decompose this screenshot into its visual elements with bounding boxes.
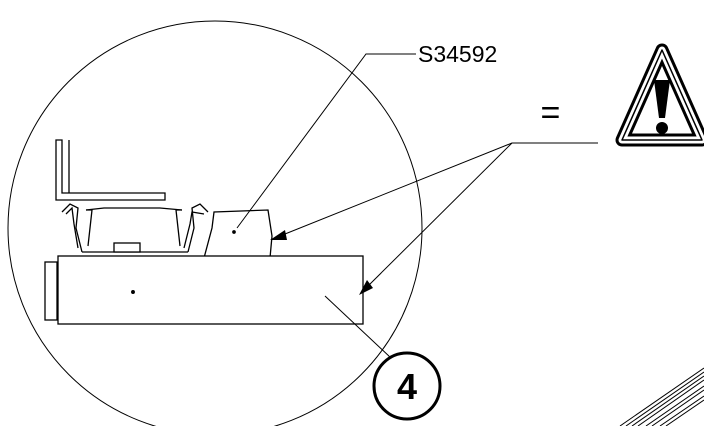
equals-sign: = bbox=[540, 94, 560, 132]
part-number-leader bbox=[236, 53, 416, 229]
warning-triangle-icon bbox=[615, 43, 704, 147]
arrowhead-module bbox=[359, 280, 373, 295]
item-number-label: 4 bbox=[397, 366, 417, 407]
module-clip bbox=[61, 203, 209, 253]
arrowhead-component bbox=[270, 230, 287, 240]
item-balloon bbox=[324, 295, 442, 421]
warning-leader-lines bbox=[279, 142, 598, 289]
adjacent-part-edge bbox=[619, 367, 704, 426]
detail-circle bbox=[7, 20, 423, 426]
module-body bbox=[44, 255, 364, 325]
part-number-label: S34592 bbox=[418, 41, 497, 67]
mounting-bracket bbox=[55, 139, 166, 201]
part-s34592-component bbox=[203, 209, 273, 259]
